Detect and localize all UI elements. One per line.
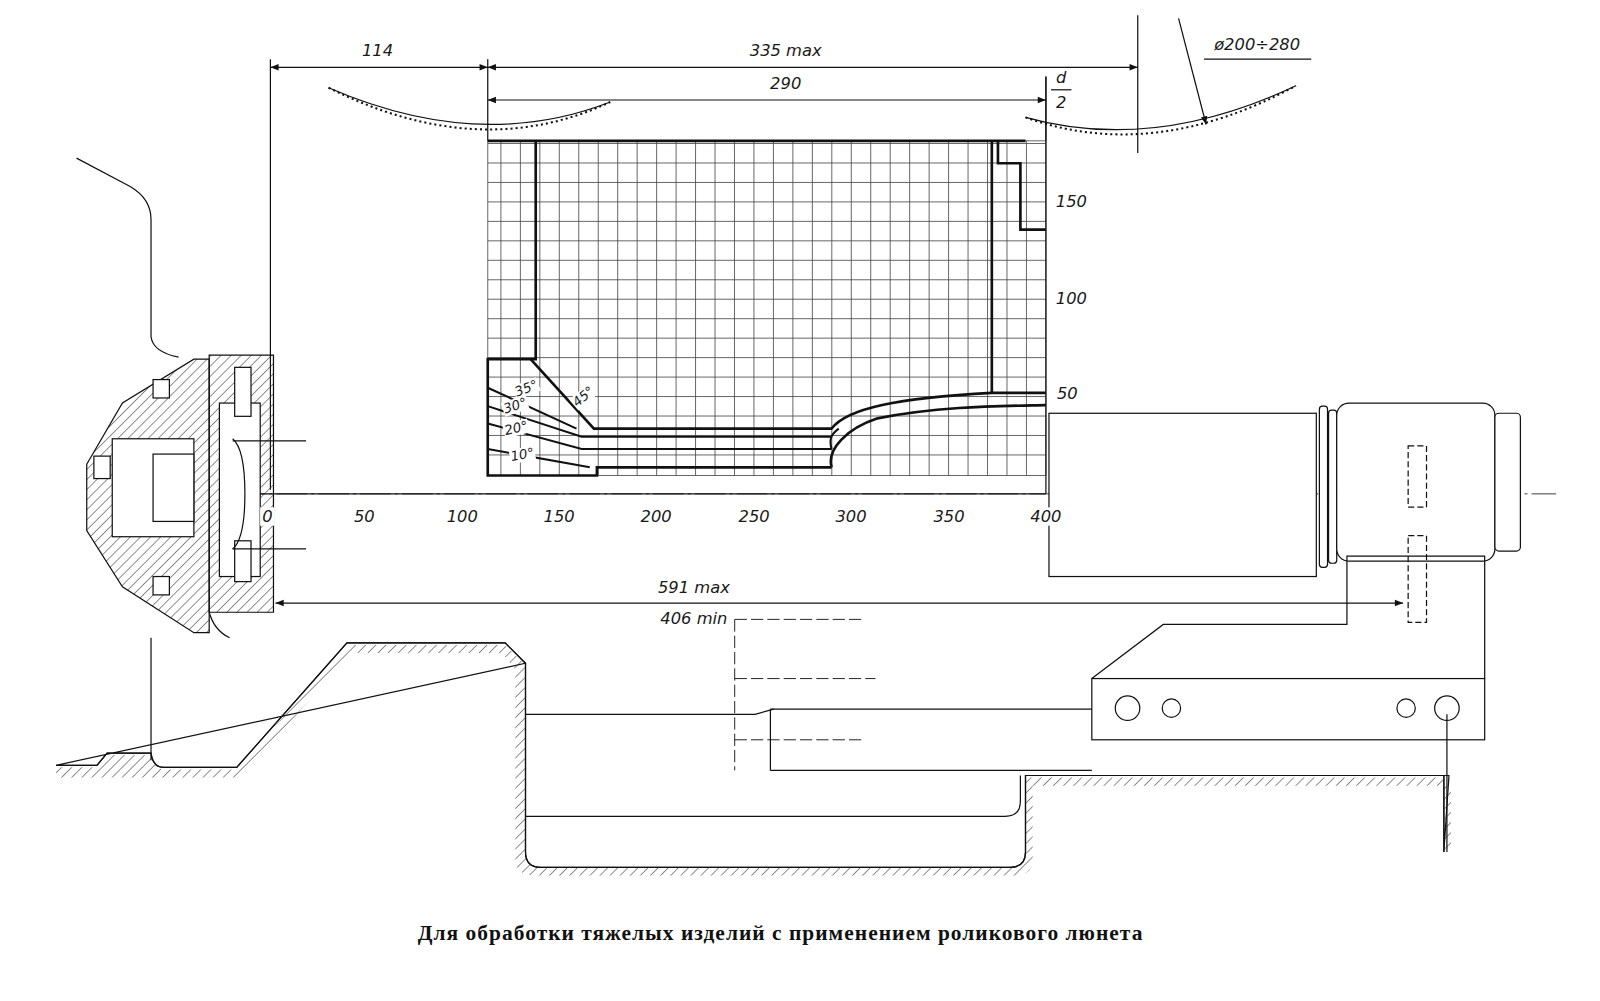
fraction-bar <box>1051 89 1071 90</box>
grid-line <box>488 140 1046 141</box>
dimension-label: 290 <box>768 75 803 93</box>
grid-line <box>851 141 852 476</box>
grid-line <box>559 141 560 476</box>
dimension-label: 50 <box>1055 385 1080 403</box>
dimension-label: 150 <box>542 507 577 525</box>
grid-line <box>488 377 1046 378</box>
dimension-line <box>270 67 487 68</box>
dimension-label: 2 <box>1054 94 1068 112</box>
dimension-label: 300 <box>833 507 868 525</box>
dimension-label: 400 <box>1028 507 1063 525</box>
grid-line <box>909 141 910 476</box>
dimension-label: 50 <box>352 507 377 525</box>
dimension-label: 200 <box>638 507 673 525</box>
extension-line <box>1137 15 1138 153</box>
dimension-label: 114 <box>360 42 395 60</box>
headstock <box>77 158 307 760</box>
grid-line <box>968 141 969 476</box>
dimension-label: 0 <box>260 507 274 525</box>
grid-line <box>715 141 716 476</box>
grinding-wheel <box>329 88 611 125</box>
grid-line <box>617 141 618 476</box>
grid-line <box>488 299 1046 300</box>
dimension-line <box>488 67 1138 68</box>
grid-line <box>488 201 1046 202</box>
grid-line <box>488 143 1046 144</box>
grid-line <box>488 221 1046 222</box>
tool-path <box>488 388 839 468</box>
grid-line <box>488 182 1046 183</box>
grinding-wheel <box>329 88 611 130</box>
grid-line <box>488 357 1046 358</box>
caption: Для обработки тяжелых изделий с применен… <box>418 921 1144 947</box>
grid-line <box>1006 141 1007 476</box>
dimension-line <box>276 602 1404 603</box>
grid-line <box>676 141 677 476</box>
axis-line <box>1045 77 1046 494</box>
grid-line <box>656 141 657 476</box>
dimension-label: 10° <box>509 446 537 465</box>
grid-line <box>929 141 930 476</box>
dimension-label: 100 <box>445 507 480 525</box>
grid-line <box>488 279 1046 280</box>
dimension-label: 150 <box>1054 193 1089 211</box>
grinding-wheel <box>1026 86 1296 130</box>
grid-line <box>734 141 735 476</box>
dimension-label: 406 min <box>658 609 729 627</box>
dimension-label: 250 <box>736 507 771 525</box>
grid-line <box>488 338 1046 339</box>
grid-line <box>870 141 871 476</box>
grid-line <box>488 454 1046 455</box>
grid-line <box>987 141 988 476</box>
grid-line <box>578 141 579 476</box>
dimension-label: 335 max <box>748 42 824 60</box>
dimension-label: d <box>1054 69 1068 87</box>
workpiece-profile <box>488 141 1046 476</box>
grid-line <box>488 260 1046 261</box>
dimension-line <box>488 99 1046 100</box>
leader-line <box>1179 18 1207 124</box>
grid-line <box>598 141 599 476</box>
grid-line <box>753 141 754 476</box>
grinding-wheel <box>1026 86 1296 135</box>
grid-line <box>1026 141 1027 476</box>
dimension-label: 30° <box>501 395 530 417</box>
grid-line <box>948 141 949 476</box>
grid-line <box>831 141 832 476</box>
grid-line <box>488 162 1046 163</box>
grid-line <box>539 141 540 476</box>
grid-line <box>488 416 1046 417</box>
grid-line <box>500 141 501 476</box>
dimension-label: 350 <box>931 507 966 525</box>
grid <box>488 141 1046 476</box>
grid-line <box>792 141 793 476</box>
grid-line <box>773 141 774 476</box>
dimension-label: ø200÷280 <box>1212 36 1302 54</box>
grid-line <box>488 318 1046 319</box>
grid-line <box>695 141 696 476</box>
dimension-label: 100 <box>1054 290 1089 308</box>
grid-line <box>812 141 813 476</box>
leader-line <box>1204 59 1311 60</box>
grid-line <box>637 141 638 476</box>
grid-line <box>890 141 891 476</box>
grid-line <box>488 240 1046 241</box>
dimension-label: 591 max <box>656 579 732 597</box>
lathe-bed <box>56 643 1451 876</box>
